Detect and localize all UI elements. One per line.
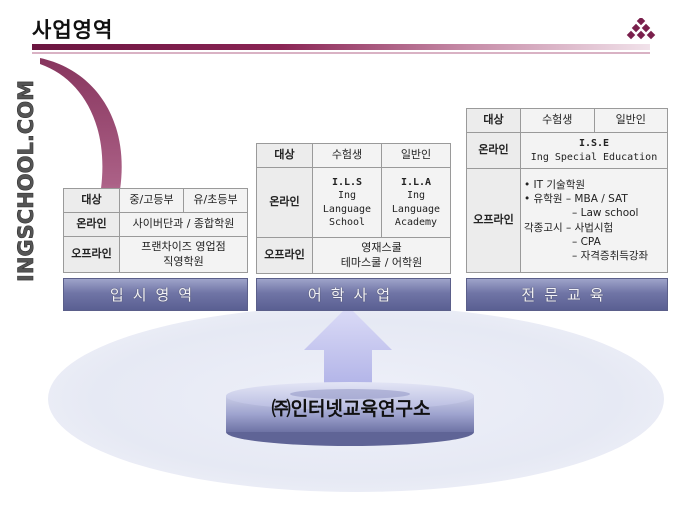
header-col1: 수험생: [312, 143, 382, 168]
header-col2: 일반인: [593, 108, 668, 133]
row-offline-label: 오프라인: [63, 236, 120, 273]
row-online-label: 온라인: [466, 132, 521, 169]
offline-line: – 자격증취득강좌: [572, 249, 649, 262]
page-title: 사업영역: [32, 18, 114, 42]
offline-line: – Law school: [572, 207, 639, 220]
ila-line: Academy: [394, 217, 438, 228]
row-online-label: 온라인: [256, 167, 313, 238]
header-col2: 유/초등부: [183, 188, 248, 213]
header-rule-thin: [32, 52, 650, 54]
offline-line: • IT 기술학원: [524, 178, 586, 191]
online-value: 사이버단과 / 종합학원: [119, 212, 248, 237]
header-target: 대상: [256, 143, 313, 168]
section-label-admission: 입시영역: [63, 278, 248, 311]
section-label-professional: 전문교육: [466, 278, 668, 311]
offline-line: 프랜차이즈 영업점: [141, 239, 226, 253]
header-target: 대상: [63, 188, 120, 213]
header-col1: 수험생: [520, 108, 595, 133]
ila-line: Language: [391, 203, 441, 215]
section-table-admission: 대상 중/고등부 유/초등부 온라인 사이버단과 / 종합학원 오프라인 프랜차…: [63, 188, 248, 273]
offline-line: 직영학원: [163, 254, 204, 268]
ils-line: Language: [322, 203, 372, 215]
ils-line: Ing: [337, 190, 357, 201]
row-offline-label: 오프라인: [256, 237, 313, 274]
section-table-professional: 대상 수험생 일반인 온라인 I.S.E Ing Special Educati…: [466, 108, 668, 273]
section-label-language: 어학사업: [256, 278, 451, 311]
offline-line: 각종고시 – 사법시험: [524, 221, 614, 234]
offline-line: – CPA: [572, 235, 601, 248]
ils-title: I.L.S: [331, 176, 363, 188]
ila-line: Ing: [406, 190, 426, 201]
offline-line: • 유학원 – MBA / SAT: [524, 193, 628, 206]
header-col2: 일반인: [381, 143, 451, 168]
ise-title: I.S.E: [578, 138, 610, 149]
offline-line: 영재스쿨: [361, 240, 402, 254]
offline-line: 테마스쿨 / 어학원: [340, 255, 423, 269]
header-target: 대상: [466, 108, 521, 133]
row-offline-label: 오프라인: [466, 168, 521, 273]
header-col1: 중/고등부: [119, 188, 184, 213]
header-rule: [32, 44, 650, 50]
ils-line: School: [328, 217, 366, 228]
logo-diamond-icon: [626, 18, 656, 40]
row-online-label: 온라인: [63, 212, 120, 237]
ise-line: Ing Special Education: [530, 151, 658, 163]
vertical-brand-text: INGSCHOOL.COM: [14, 80, 39, 283]
section-table-language: 대상 수험생 일반인 온라인 I.L.S Ing Language School…: [256, 143, 451, 274]
ila-title: I.L.A: [400, 176, 432, 188]
center-company-label: ㈜인터넷교육연구소: [271, 398, 431, 420]
